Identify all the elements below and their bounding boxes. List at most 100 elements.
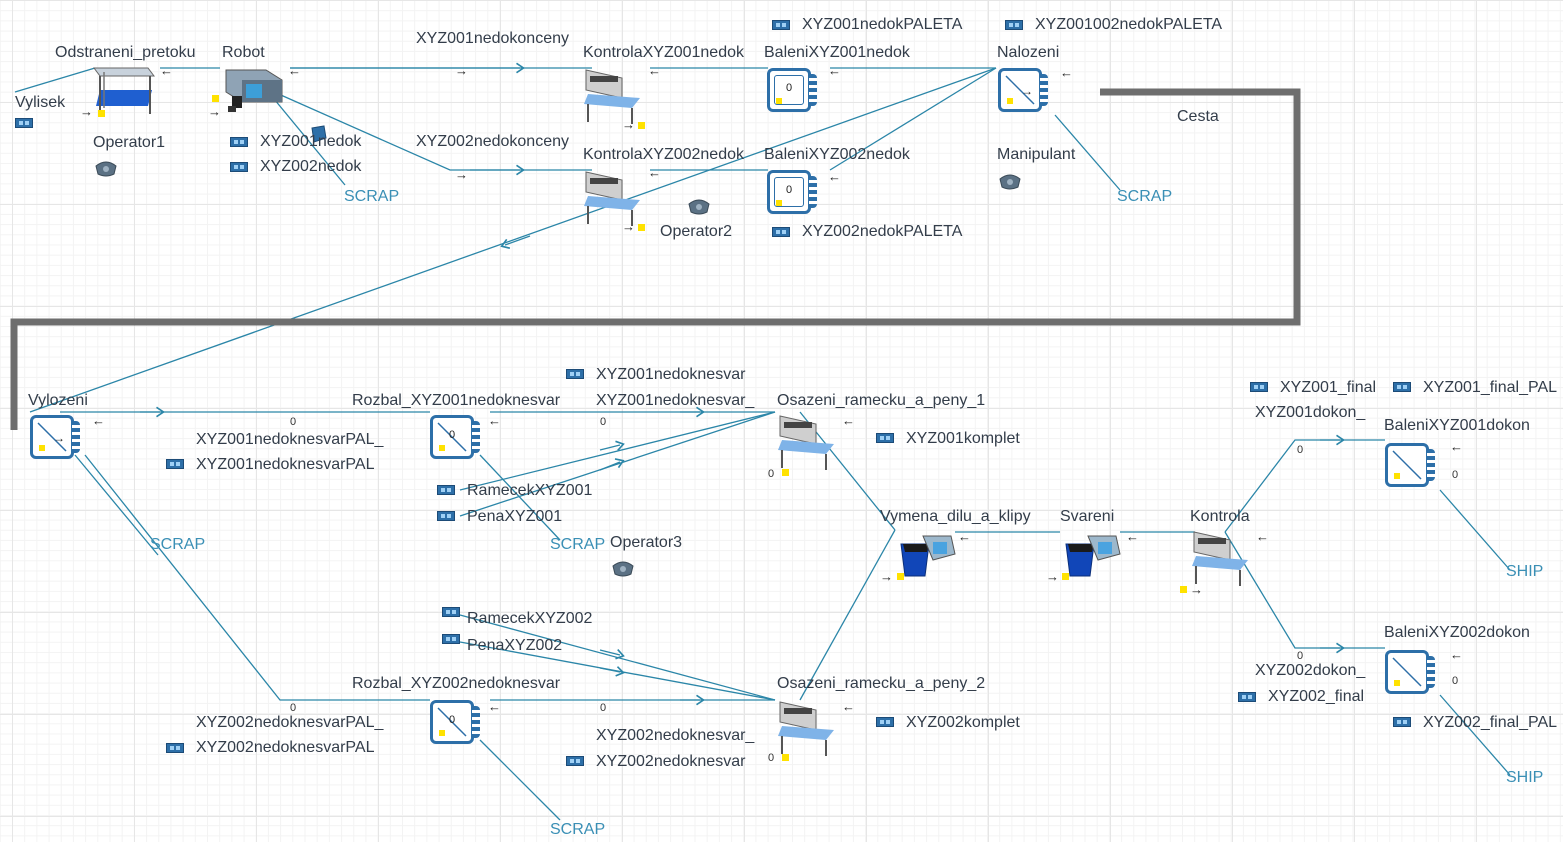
station-count: 0: [768, 752, 775, 764]
label-baleni-xyz001nedok: BaleniXYZ001nedok: [764, 44, 910, 61]
station-count: 0: [1452, 469, 1459, 481]
odstraneni-pretoku-table[interactable]: [92, 62, 156, 120]
sink-scrap-2[interactable]: SCRAP: [1117, 188, 1173, 205]
queue-xyz002-final[interactable]: [1238, 692, 1256, 702]
sink-scrap-4[interactable]: SCRAP: [550, 536, 606, 553]
conveyor-xyz002nedoknesvarpal[interactable]: [84, 454, 430, 701]
baleni-xyz002nedok[interactable]: 0: [767, 170, 817, 214]
queue-xyz002nedoknesvarpal[interactable]: [166, 743, 184, 753]
sink-ship-2[interactable]: SHIP: [1506, 769, 1544, 786]
label-xyz001nedok-paleta: XYZ001nedokPALETA: [802, 16, 963, 33]
label-vylozeni: Vylozeni: [28, 392, 88, 409]
conveyor-count: 0: [1297, 650, 1304, 662]
queue-pena-xyz002[interactable]: [442, 634, 460, 644]
label-xyz002nedoknesvar-conv: XYZ002nedoknesvar_: [596, 727, 755, 744]
sink-ship-1[interactable]: SHIP: [1506, 563, 1544, 580]
baleni-xyz002dokon-station[interactable]: [1385, 650, 1435, 694]
output-arrow: ←: [958, 529, 971, 544]
input-arrow: ←: [842, 413, 855, 428]
sink-scrap-3[interactable]: SCRAP: [150, 536, 206, 553]
rozbal-xyz002-station[interactable]: 0: [430, 700, 480, 744]
wire-rozbal1-scrap[interactable]: [479, 454, 561, 541]
status-indicator: [98, 110, 105, 117]
queue-xyz002komplet[interactable]: [876, 717, 894, 727]
queue-xyz002nedokpaleta[interactable]: [772, 227, 790, 237]
label-baleni-xyz001dokon: BaleniXYZ001dokon: [1384, 417, 1530, 434]
robot-cell[interactable]: [222, 64, 286, 122]
conveyor-count: 0: [600, 416, 607, 428]
wire-baleni2-nalozeni[interactable]: [829, 67, 997, 171]
conveyor-xyz001dokon[interactable]: [1224, 439, 1385, 533]
osazeni-1-bench[interactable]: [776, 414, 840, 472]
path-cesta[interactable]: [10, 88, 1301, 430]
label-xyz002nedokonceny: XYZ002nedokonceny: [416, 133, 569, 150]
kontrola-xyz001nedok-bench[interactable]: [582, 68, 646, 126]
queue-xyz001nedokpaleta[interactable]: [772, 20, 790, 30]
sink-scrap-1[interactable]: SCRAP: [344, 188, 400, 205]
osazeni-2-bench[interactable]: [776, 700, 840, 758]
label-manipulant: Manipulant: [997, 146, 1076, 163]
queue-xyz001002nedokpaleta[interactable]: [1005, 20, 1023, 30]
wire-baleni002-ship[interactable]: [1439, 694, 1511, 776]
wire-rozbal2-scrap[interactable]: [479, 739, 561, 821]
queue-xyz001komplet[interactable]: [876, 433, 894, 443]
wire-osazeni2-vymena[interactable]: [799, 529, 896, 701]
wire-baleni001-ship[interactable]: [1439, 489, 1511, 571]
output-arrow: ←: [288, 63, 301, 78]
queue-xyz001nedok[interactable]: [230, 137, 248, 147]
baleni-xyz001dokon-station[interactable]: [1385, 443, 1435, 487]
input-arrow: →: [1046, 569, 1059, 584]
input-arrow: ←: [1450, 439, 1463, 454]
wire-vylozeni-scrap[interactable]: [74, 454, 159, 556]
queue-pena-xyz001[interactable]: [437, 511, 455, 521]
vylozeni-station[interactable]: →: [30, 415, 80, 459]
wire-vylisek[interactable]: [14, 67, 96, 93]
vymena-dilu-machine[interactable]: [893, 530, 957, 588]
rozbal-xyz001-station[interactable]: 0: [430, 415, 480, 459]
queue-vylisek[interactable]: [15, 118, 33, 128]
operator1-icon[interactable]: [93, 160, 119, 178]
wire-pena1[interactable]: [459, 411, 776, 517]
conveyor-count: 0: [290, 416, 297, 428]
queue-xyz001nedoknesvarpal[interactable]: [166, 459, 184, 469]
wire-robot-scrap[interactable]: [264, 87, 346, 186]
label-xyz001nedoknesvar: XYZ001nedoknesvar: [596, 366, 746, 383]
queue-ramecek-xyz002[interactable]: [442, 607, 460, 617]
label-operator2: Operator2: [660, 223, 733, 240]
kontrola-bench[interactable]: [1190, 530, 1254, 588]
queue-xyz001-final-pal[interactable]: [1393, 382, 1411, 392]
nalozeni-station[interactable]: →: [998, 68, 1048, 112]
operator2-icon[interactable]: [686, 198, 712, 216]
operator3-icon[interactable]: [610, 560, 636, 578]
conveyor-xyz002dokon[interactable]: [1224, 531, 1385, 649]
kontrola-xyz002nedok-bench[interactable]: [582, 170, 646, 228]
label-osazeni-1: Osazeni_ramecku_a_peny_1: [777, 392, 986, 409]
wire-nalozeni-vylozeni[interactable]: [29, 67, 997, 413]
status-indicator: [638, 122, 645, 129]
conveyor-count: 0: [600, 702, 607, 714]
queue-xyz002nedoknesvar[interactable]: [566, 756, 584, 766]
sink-scrap-5[interactable]: SCRAP: [550, 821, 606, 838]
status-indicator: [212, 95, 219, 102]
queue-xyz002-final-pal[interactable]: [1393, 717, 1411, 727]
input-arrow: →: [880, 569, 893, 584]
svareni-machine[interactable]: [1058, 530, 1122, 588]
output-arrow: ←: [648, 165, 661, 180]
queue-xyz001nedoknesvar[interactable]: [566, 369, 584, 379]
conveyor-xyz002nedokonceny[interactable]: [264, 87, 592, 171]
label-robot: Robot: [222, 44, 265, 61]
manipulant-icon[interactable]: [997, 173, 1023, 191]
input-arrow: ←: [488, 413, 501, 428]
conveyor-count: 0: [1297, 444, 1304, 456]
label-xyz002dokon-conv: XYZ002dokon_: [1255, 662, 1366, 679]
status-indicator: [638, 224, 645, 231]
queue-ramecek-xyz001[interactable]: [437, 485, 455, 495]
wire-nalozeni-scrap[interactable]: [1054, 114, 1121, 191]
queue-xyz001-final[interactable]: [1250, 382, 1268, 392]
baleni-xyz001nedok[interactable]: 0: [767, 68, 817, 112]
wire-ramecek1[interactable]: [459, 411, 776, 491]
input-arrow: ←: [1060, 65, 1073, 80]
queue-xyz002nedok[interactable]: [230, 162, 248, 172]
